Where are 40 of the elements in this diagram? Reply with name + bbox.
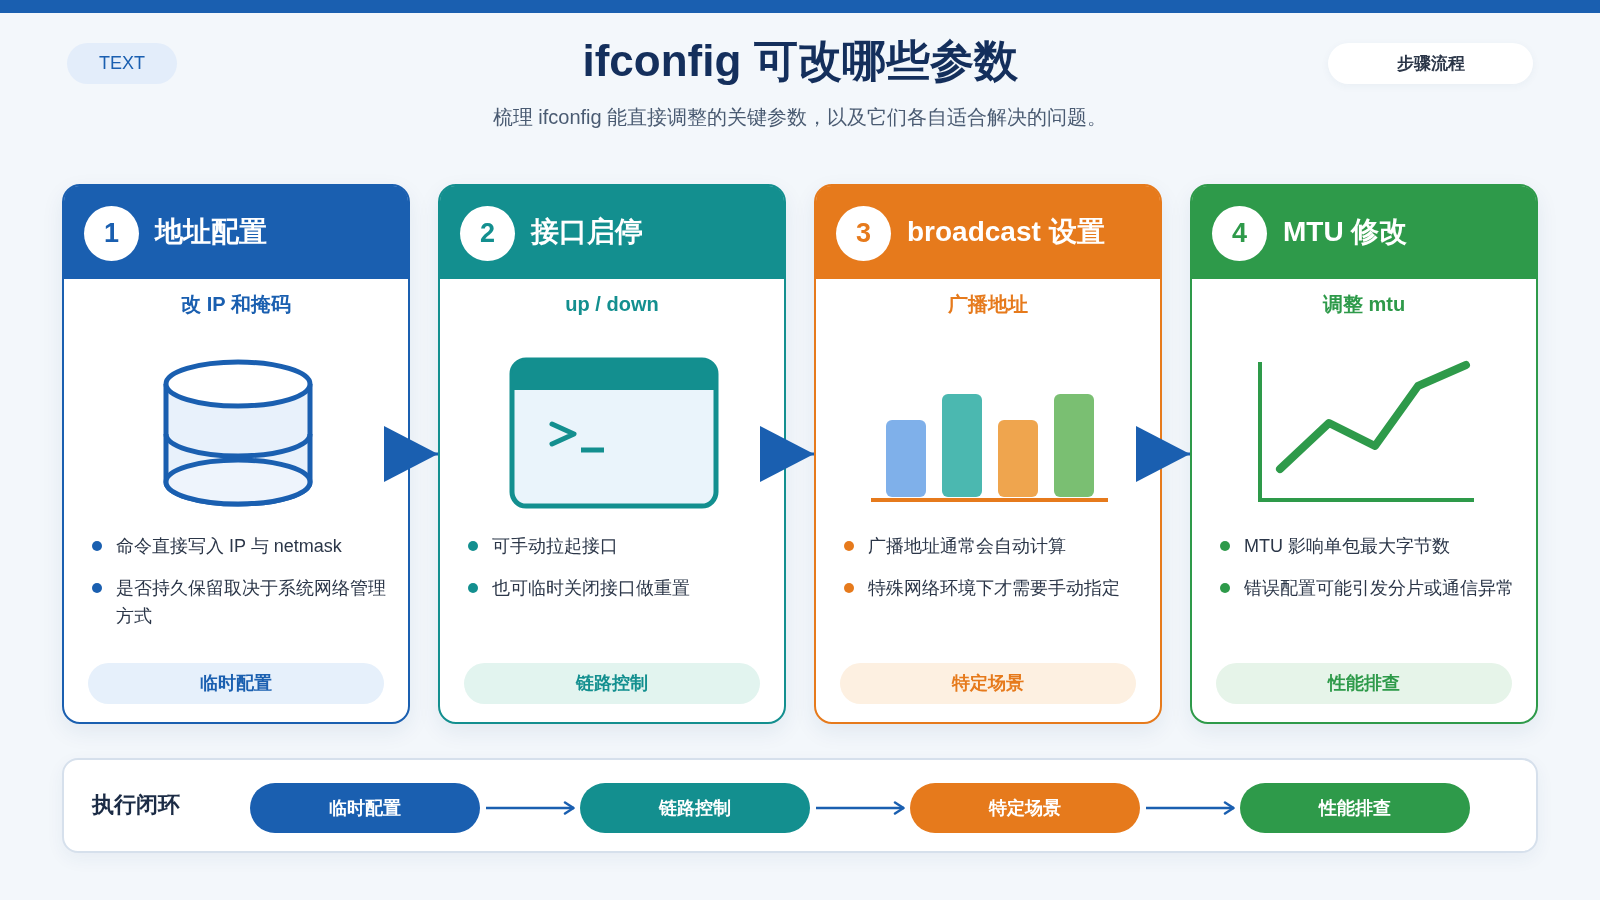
card-subtitle: 广播地址: [948, 292, 1028, 317]
category-tag: 特定场景: [840, 663, 1136, 704]
bullet-text: 命令直接写入 IP 与 netmask: [116, 535, 342, 558]
flow-panel: [62, 758, 1538, 853]
card-subtitle: 调整 mtu: [1322, 292, 1406, 317]
panel-title: 执行闭环: [92, 791, 180, 819]
card-title: 接口启停: [531, 215, 643, 249]
flow-pill: 临时配置: [250, 783, 480, 833]
top-badge: TEXT: [67, 43, 177, 84]
bullet-text: 错误配置可能引发分片或通信异常: [1244, 577, 1514, 600]
bullet-text: 是否持久保留取决于系统网络管理方式: [116, 577, 387, 628]
card-subtitle: up / down: [565, 292, 659, 317]
step-card: [62, 184, 410, 724]
bullet-text: MTU 影响单包最大字节数: [1244, 535, 1450, 558]
card-title: broadcast 设置: [907, 215, 1105, 249]
arrow: [816, 801, 905, 815]
bullet-text: 也可临时关闭接口做重置: [492, 577, 690, 600]
step-card: [1190, 184, 1538, 724]
flow-pill: 性能排查: [1240, 783, 1470, 833]
flow-pill: 特定场景: [910, 783, 1140, 833]
step-card: [438, 184, 786, 724]
section-pill: 步骤流程: [1328, 43, 1533, 84]
page-title: ifconfig 可改哪些参数: [582, 35, 1018, 87]
arrow: [1136, 426, 1190, 482]
bullet-text: 特殊网络环境下才需要手动指定: [868, 577, 1120, 600]
card-title: MTU 修改: [1283, 215, 1408, 249]
flow-pill: 链路控制: [580, 783, 810, 833]
category-tag: 性能排查: [1216, 663, 1512, 704]
card-subtitle: 改 IP 和掩码: [181, 292, 291, 317]
step-card: [814, 184, 1162, 724]
arrow: [384, 426, 438, 482]
bullet-text: 广播地址通常会自动计算: [868, 535, 1066, 558]
arrow: [760, 426, 814, 482]
bullet-text: 可手动拉起接口: [492, 535, 618, 558]
category-tag: 链路控制: [464, 663, 760, 704]
page-subtitle: 梳理 ifconfig 能直接调整的关键参数，以及它们各自适合解决的问题。: [492, 105, 1108, 130]
category-tag: 临时配置: [88, 663, 384, 704]
arrow: [486, 801, 575, 815]
card-title: 地址配置: [155, 215, 267, 249]
arrow: [1146, 801, 1235, 815]
